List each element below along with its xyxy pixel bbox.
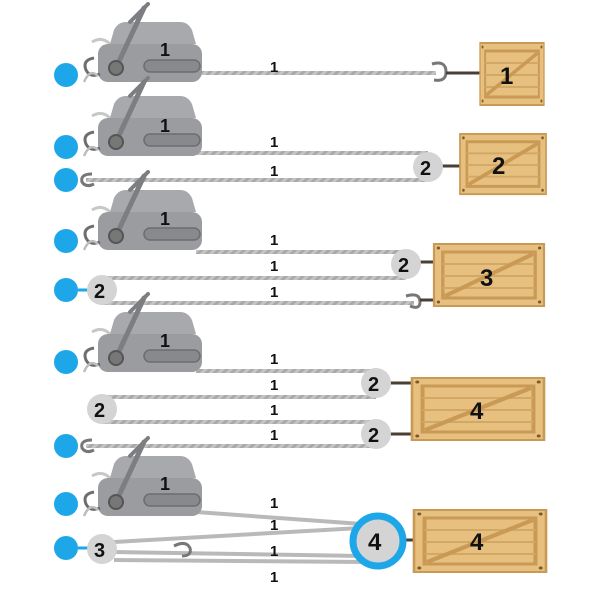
rope [196, 250, 406, 254]
winch-label: 1 [160, 116, 170, 136]
pulley-icon [87, 534, 117, 564]
pulley-label: 2 [420, 158, 431, 180]
winch-icon [84, 294, 202, 372]
hook-icon [173, 541, 192, 558]
hook-icon [80, 172, 95, 188]
rope [86, 444, 376, 448]
rope-label: 1 [270, 232, 278, 249]
hook-icon [80, 438, 95, 454]
rope [102, 395, 376, 399]
winch-icon [84, 4, 202, 82]
pulley-icon [87, 275, 117, 305]
anchor-point [54, 434, 78, 458]
rope-label: 1 [270, 377, 278, 394]
pulley-label: 2 [94, 400, 105, 422]
row-3: 1 2 1 1 1 2 3 [54, 172, 544, 309]
rope [113, 550, 363, 558]
row-2: 1 1 1 2 2 [54, 78, 548, 197]
winch-label: 1 [160, 209, 170, 229]
row-4: 1 2 1 1 1 1 2 2 4 [54, 294, 544, 458]
pulley-label: 3 [94, 540, 105, 562]
crate-label: 3 [480, 265, 493, 292]
winch-label: 1 [160, 474, 170, 494]
rope [195, 510, 363, 526]
winch-label: 1 [160, 40, 170, 60]
hook-icon [405, 293, 422, 309]
rope-label: 1 [270, 427, 278, 444]
rope-label: 1 [270, 134, 278, 151]
anchor-point [54, 229, 78, 253]
anchor-point [54, 350, 78, 374]
rope [86, 178, 426, 182]
winch-icon [84, 438, 202, 516]
pulley-label: 2 [398, 255, 409, 277]
pulley-label: 4 [368, 529, 382, 556]
pulley-label: 2 [368, 374, 379, 396]
large-pulley-icon [349, 512, 407, 570]
pulley-icon [391, 249, 421, 279]
winch-icon [84, 78, 202, 156]
anchor-point [54, 135, 78, 159]
rope-label: 1 [270, 258, 278, 275]
winch-icon [84, 172, 202, 250]
anchor-point [54, 536, 78, 560]
crate-label: 4 [470, 398, 484, 425]
anchor-point [54, 63, 78, 87]
pulley-label: 2 [94, 281, 105, 303]
rope-label: 1 [270, 495, 278, 512]
rope [196, 151, 428, 155]
anchor-point [54, 492, 78, 516]
rope [196, 369, 376, 373]
rope [196, 71, 436, 75]
crate-label: 2 [492, 153, 505, 180]
rope-label: 1 [270, 543, 278, 560]
crate-label: 4 [470, 529, 484, 556]
anchor-point [54, 278, 78, 302]
rope-label: 1 [270, 351, 278, 368]
rope-label: 1 [270, 402, 278, 419]
crate-label: 1 [500, 63, 513, 90]
pulley-icon [361, 419, 391, 449]
rope [100, 276, 406, 280]
row-1: 1 1 1 [54, 4, 546, 107]
rope [113, 526, 361, 544]
pulley-label: 2 [368, 425, 379, 447]
rope-label: 1 [270, 163, 278, 180]
winch-label: 1 [160, 331, 170, 351]
pulley-icon [361, 368, 391, 398]
rope-label: 1 [270, 569, 278, 586]
rope [100, 301, 414, 305]
rope [102, 420, 376, 424]
pulley-icon [413, 152, 443, 182]
rope-label: 1 [270, 284, 278, 301]
row-5: 1 3 1 1 1 1 4 4 [54, 438, 546, 586]
rope-label: 1 [270, 59, 278, 76]
anchor-point [54, 168, 78, 192]
rope [113, 558, 367, 564]
rope-label: 1 [270, 517, 278, 534]
pulley-icon [87, 394, 117, 424]
